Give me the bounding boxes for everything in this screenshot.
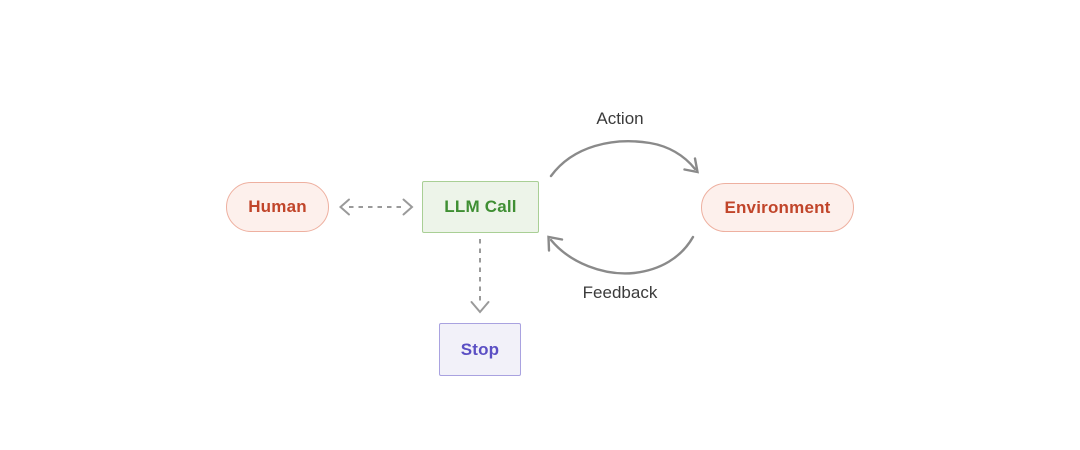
- node-llm-call-label: LLM Call: [444, 197, 517, 216]
- arrowhead-left-chevron-icon: [338, 198, 350, 216]
- edge-feedback-arc: [547, 235, 695, 275]
- edge-action-arc: [549, 140, 700, 178]
- node-llm-call[interactable]: LLM Call: [422, 181, 539, 233]
- node-environment-label: Environment: [724, 197, 831, 217]
- arrowhead-feedback-icon: [547, 235, 564, 252]
- edge-label-action: Action: [596, 109, 644, 128]
- arrowhead-action-icon: [683, 157, 700, 174]
- node-stop-label: Stop: [460, 339, 500, 359]
- arrowhead-down-chevron-icon: [470, 301, 490, 314]
- node-human-label: Human: [248, 197, 307, 216]
- arrowhead-right-chevron-icon: [402, 198, 414, 216]
- edge-action-path: [549, 140, 697, 178]
- node-environment[interactable]: Environment: [701, 183, 854, 232]
- edge-llm-stop: [470, 239, 490, 314]
- node-human[interactable]: Human: [226, 182, 329, 232]
- edge-human-llm: [338, 198, 414, 216]
- edge-label-feedback: Feedback: [582, 283, 658, 302]
- node-stop[interactable]: Stop: [439, 323, 521, 376]
- edge-feedback-path: [549, 235, 695, 275]
